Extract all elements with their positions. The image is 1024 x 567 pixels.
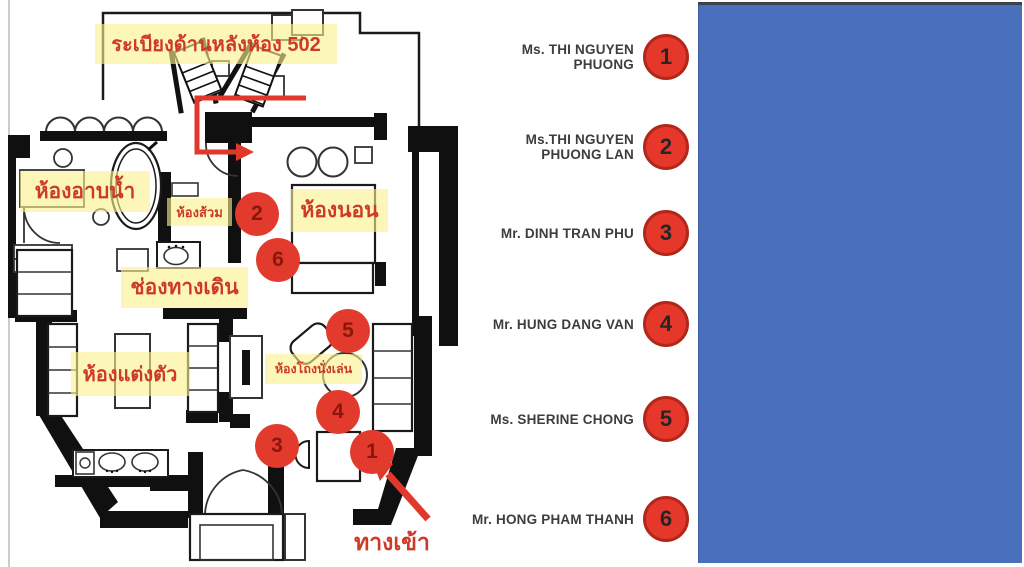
outside-sofa — [188, 512, 285, 562]
legend-row: Mr. HONG PHAM THANH 6 — [470, 496, 689, 542]
closet-scallops — [45, 116, 163, 133]
bathtub-faucet — [147, 140, 158, 152]
legend-circle-4: 4 — [643, 301, 689, 347]
toilet-door — [171, 182, 199, 197]
walls — [8, 112, 458, 528]
balcony-title-label: ระเบียงด้านหลังห้อง 502 — [95, 24, 337, 64]
legend-name: Ms. SHERINE CHONG — [490, 411, 634, 427]
bedroom-side-table — [354, 146, 373, 164]
room-label-bedroom: ห้องนอน — [291, 189, 388, 232]
bedroom-stool — [286, 146, 318, 178]
legend-circle-5: 5 — [643, 396, 689, 442]
plan-marker-1: 1 — [350, 430, 394, 474]
plan-marker-3: 3 — [255, 424, 299, 468]
legend-row: Mr. DINH TRAN PHU 3 — [470, 210, 689, 256]
bathroom-drain — [53, 148, 73, 168]
corridor-sink — [163, 246, 189, 266]
bedroom-door-arc — [205, 142, 239, 177]
legend-circle-6: 6 — [643, 496, 689, 542]
entrance-door-arc — [242, 469, 283, 515]
legend-circle-2: 2 — [643, 124, 689, 170]
plan-marker-5: 5 — [326, 309, 370, 353]
entrance-arrow — [385, 471, 431, 522]
bathroom-door-arc — [23, 206, 61, 244]
legend-circle-3: 3 — [643, 210, 689, 256]
legend-row: Mr. HUNG DANG VAN 4 — [470, 301, 689, 347]
cabinet — [15, 248, 74, 318]
legend-name: Mr. DINH TRAN PHU — [500, 225, 634, 241]
entrance-label: ทางเข้า — [354, 529, 430, 555]
blue-side-panel — [698, 2, 1022, 563]
plan-marker-6: 6 — [256, 238, 300, 282]
legend-row: Ms.THI NGUYEN PHUONG LAN 2 — [470, 124, 689, 170]
room-label-corridor: ช่องทางเดิน — [121, 267, 248, 308]
legend-name: Mr. HONG PHAM THANH — [471, 511, 634, 527]
plan-marker-2: 2 — [235, 192, 279, 236]
outside-side-table — [284, 513, 306, 561]
room-label-dressing-room: ห้องแต่งตัว — [71, 352, 189, 396]
legend-name: Mr. HUNG DANG VAN — [492, 316, 634, 332]
route-arrowhead — [236, 143, 254, 161]
legend-circle-1: 1 — [643, 34, 689, 80]
room-label-living-hall: ห้องโถงนั่งเล่น — [265, 354, 362, 384]
legend-name: Ms. THI NGUYEN PHUONG — [521, 42, 634, 72]
bedroom-stool — [317, 146, 349, 178]
legend-name: Ms.THI NGUYEN PHUONG LAN — [525, 132, 634, 162]
entrance-door-arc — [204, 469, 244, 515]
room-label-toilet: ห้องส้วม — [167, 198, 232, 226]
bed-bench — [290, 261, 375, 295]
plan-marker-4: 4 — [316, 390, 360, 434]
legend-row: Ms. SHERINE CHONG 5 — [470, 396, 689, 442]
double-sink-counter — [72, 449, 169, 478]
room-label-bathroom: ห้องอาบน้ำ — [20, 171, 150, 212]
legend-row: Ms. THI NGUYEN PHUONG 1 — [470, 34, 689, 80]
